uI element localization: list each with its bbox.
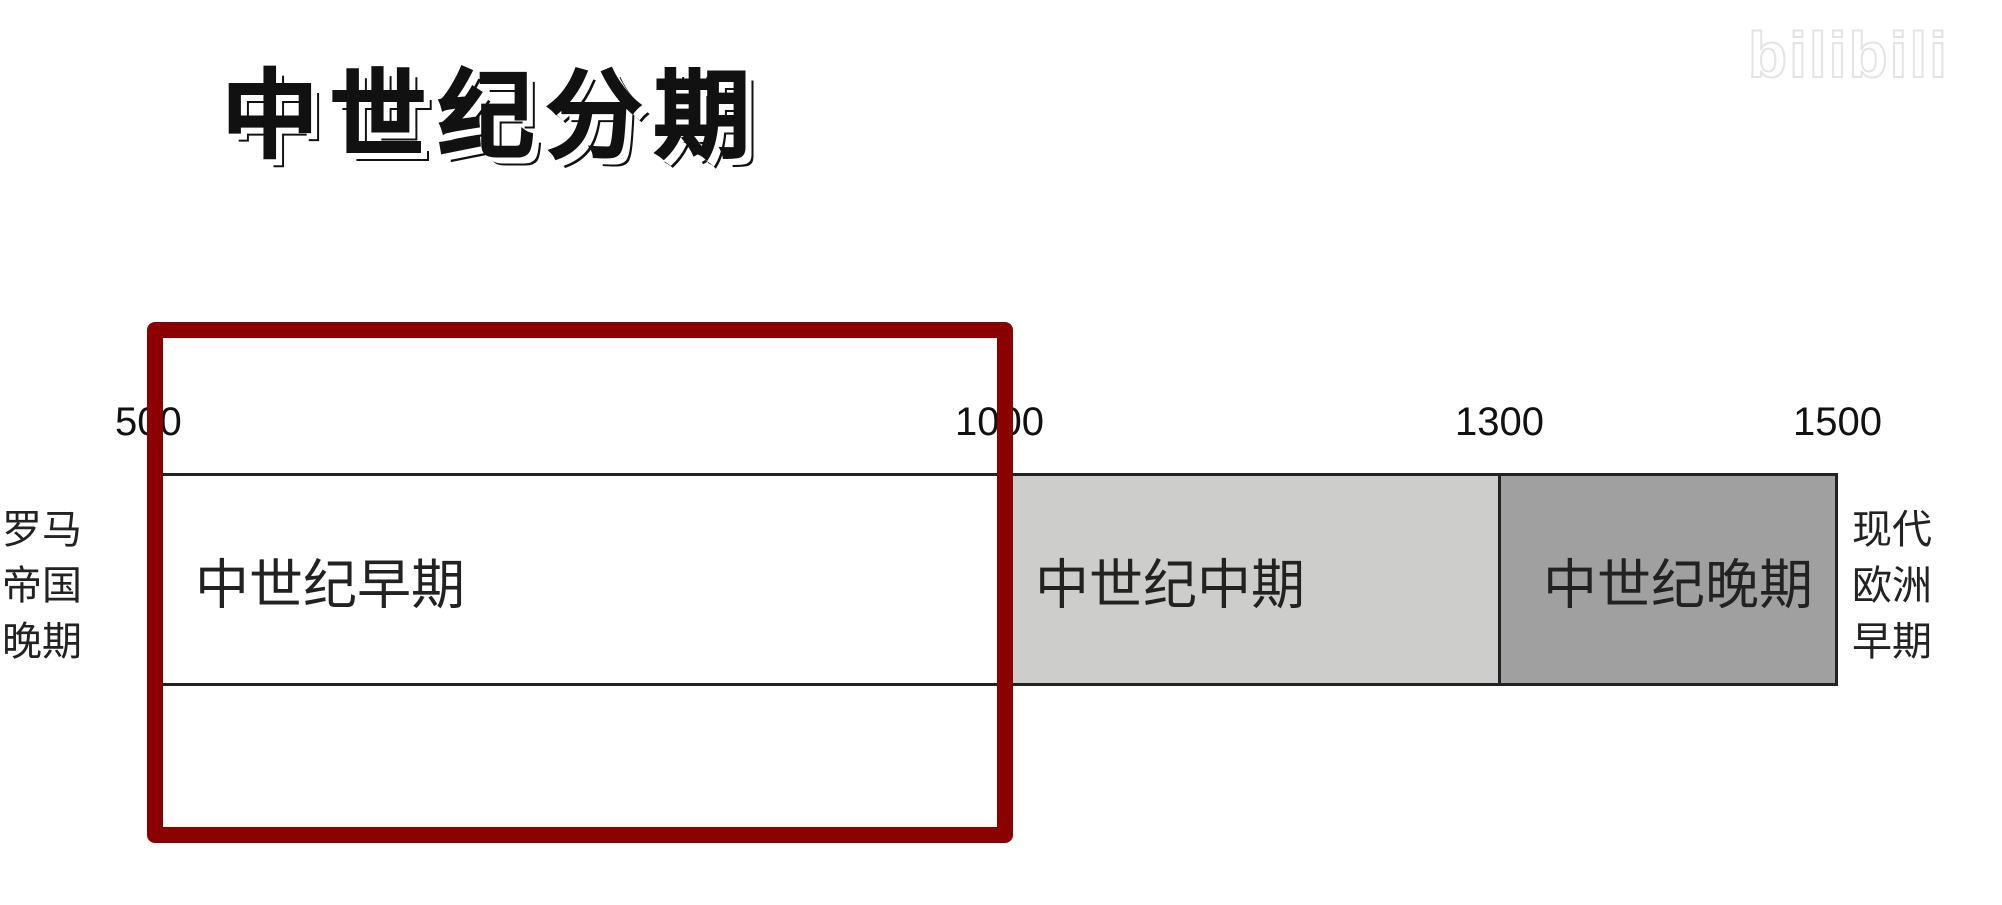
highlight-frame [147,322,1013,843]
page-title: 中世纪分期 [221,59,762,173]
segment-early-middle-ages: 中世纪早期 [157,473,1002,686]
bilibili-watermark-logo: bilibili [1747,18,1949,92]
after-period-label: 现代欧洲早期 [1852,507,1932,665]
year-label-1300: 1300 [1455,400,1544,444]
segment-label-middle: 中世纪中期 [1035,553,1305,616]
segment-label-late: 中世纪晚期 [1543,553,1813,616]
year-label-1500: 1500 [1793,400,1882,444]
segment-late-middle-ages: 中世纪晚期 [1498,473,1838,686]
segment-high-middle-ages: 中世纪中期 [1002,473,1498,686]
before-period-label: 罗马帝国晚期 [2,507,82,665]
segment-label-early: 中世纪早期 [195,553,465,616]
